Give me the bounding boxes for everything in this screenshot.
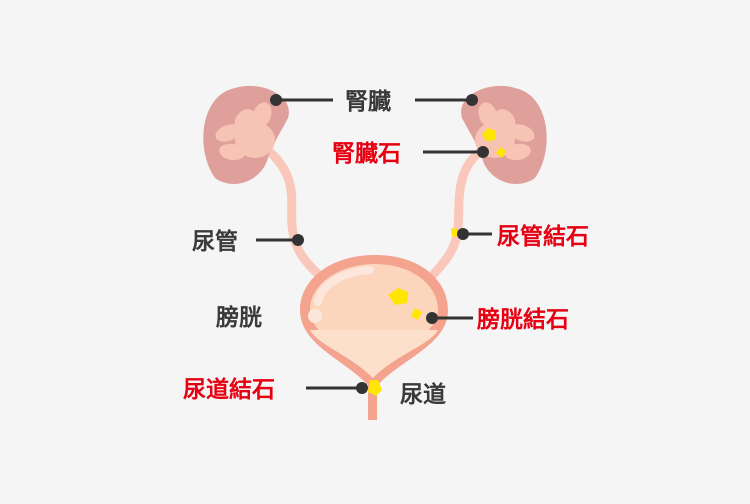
urethra bbox=[368, 370, 377, 420]
label-urethra-stone: 尿道結石 bbox=[183, 376, 275, 403]
leader-lines bbox=[256, 94, 492, 394]
right-kidney bbox=[461, 85, 547, 185]
label-kidney: 腎臓 bbox=[345, 89, 391, 115]
label-ureter-stone: 尿管結石 bbox=[497, 223, 589, 250]
bladder bbox=[300, 255, 448, 385]
urethra-stone bbox=[368, 380, 382, 396]
bladder-stone bbox=[411, 308, 422, 320]
right-ureter bbox=[425, 145, 487, 283]
left-kidney bbox=[203, 85, 289, 185]
label-kidney-stone: 腎臓石 bbox=[332, 141, 401, 167]
label-urethra: 尿道 bbox=[400, 381, 446, 408]
label-bladder: 膀胱 bbox=[216, 304, 262, 331]
left-ureter bbox=[257, 140, 327, 283]
label-bladder-stone: 膀胱結石 bbox=[477, 306, 569, 333]
label-ureter: 尿管 bbox=[192, 228, 238, 255]
ureter-stone bbox=[451, 228, 459, 237]
kidney-stone bbox=[482, 128, 496, 141]
bladder-stone bbox=[388, 288, 408, 305]
kidney-stone bbox=[496, 147, 506, 158]
